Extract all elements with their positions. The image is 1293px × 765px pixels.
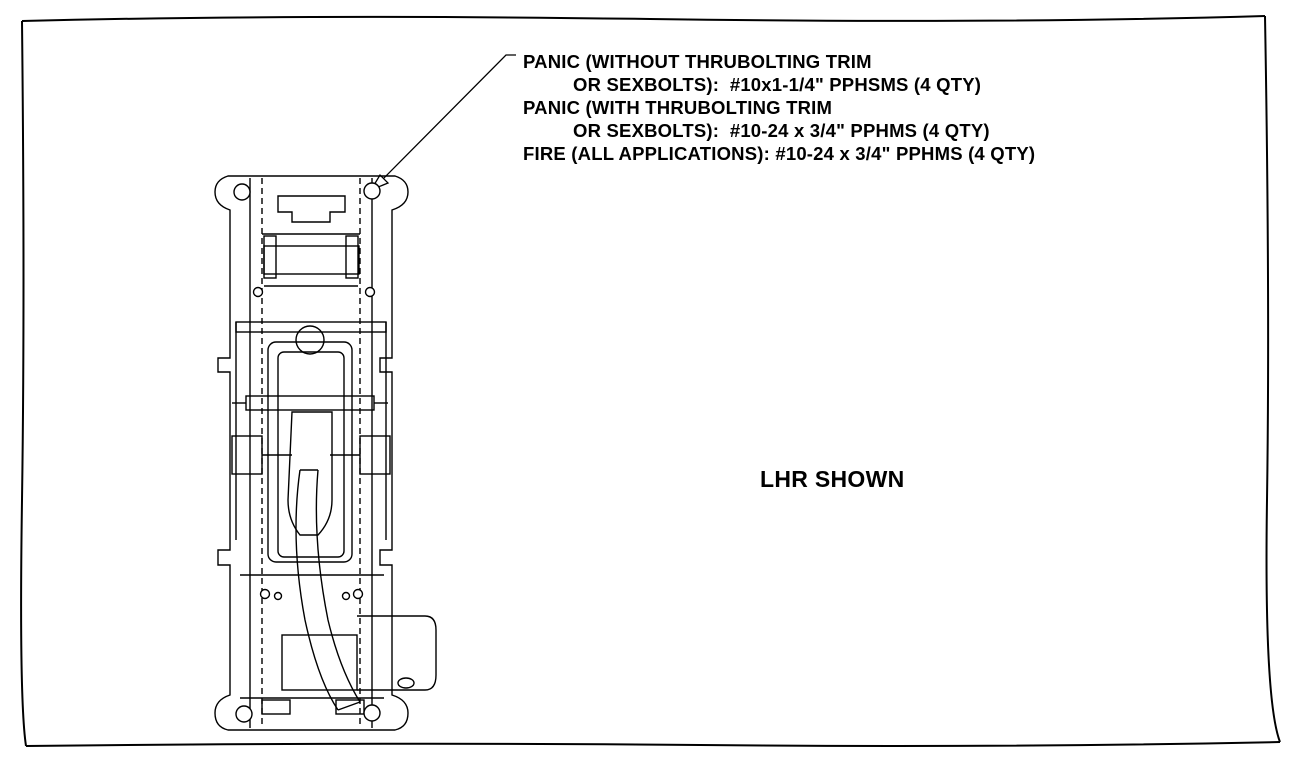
callout-line-4: OR SEXBOLTS): #10-24 x 3/4" PPHMS (4 QTY… <box>573 120 990 141</box>
fastener-callout: PANIC (WITHOUT THRUBOLTING TRIM OR SEXBO… <box>523 50 1035 165</box>
callout-line-3: PANIC (WITH THRUBOLTING TRIM <box>523 97 833 118</box>
mounting-holes <box>233 182 381 723</box>
diagram-frame <box>20 15 1281 747</box>
callout-line-5: FIRE (ALL APPLICATIONS): #10-24 x 3/4" P… <box>523 143 1036 164</box>
mounting-hole-bottom-right <box>363 704 381 722</box>
mounting-hole-bottom-left <box>235 705 253 723</box>
mounting-hole-top-right <box>363 182 381 200</box>
view-label: LHR SHOWN <box>760 466 905 492</box>
exit-device-housing <box>214 175 437 731</box>
mounting-hole-top-left <box>233 183 251 201</box>
callout-line-1: PANIC (WITHOUT THRUBOLTING TRIM <box>523 51 872 72</box>
callout-line-2: OR SEXBOLTS): #10x1-1/4" PPHSMS (4 QTY) <box>573 74 982 95</box>
leader-arrow <box>369 54 516 192</box>
